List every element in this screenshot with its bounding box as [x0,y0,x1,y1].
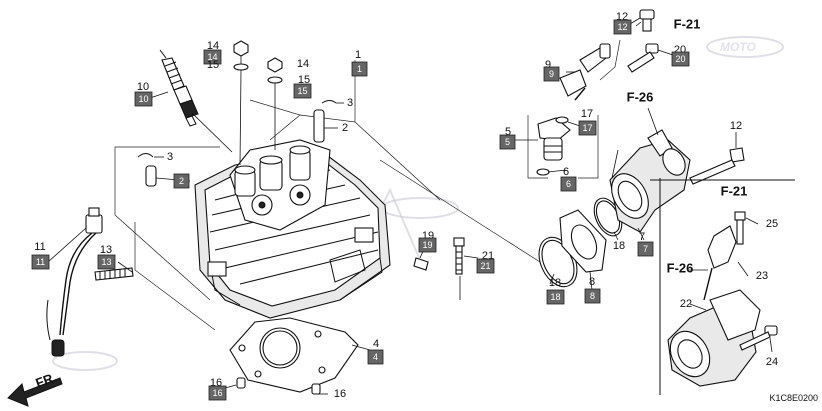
nut-washer-set [233,40,283,166]
callout-box-number: 4 [373,352,378,362]
callout-number: 12 [730,120,742,132]
callout-number: 11 [34,241,45,253]
reference-labels: F-21 F-26 F-26 F-21 [627,17,748,276]
inset-divider [650,178,795,395]
callout-box [584,288,601,304]
valve-guide-set [137,100,337,187]
callout-box [208,385,227,401]
callout-box-number: 11 [36,257,45,267]
callout-box [293,83,312,99]
callout-box-number: 8 [590,291,595,301]
bolt-12 [689,147,745,185]
callout-box-number: 20 [675,54,685,64]
inset-assembly [667,211,778,387]
sensor-harness [46,207,103,357]
callout-number: 9 [545,59,551,71]
callout-box [173,173,190,189]
callout-number: 25 [766,218,778,230]
diagram-code: K1C8E0200 [769,393,818,403]
callout-box-number: 18 [550,292,560,302]
callout-box [499,134,516,150]
callout-box [578,120,597,136]
callout-box-number: 6 [566,179,571,189]
fuel-injector [527,115,599,179]
callout-box-number: 21 [480,261,490,271]
callout-number: 8 [589,276,595,288]
callout-number: 13 [100,244,112,256]
callout-number: 16 [334,388,346,400]
callout-number: 3 [167,151,173,163]
head-gasket [229,317,359,393]
cylinder-head [194,139,391,319]
callout-number: 7 [639,231,645,243]
callout-number: 17 [581,108,593,120]
callout-box-number: 16 [212,388,222,398]
callout-number: 23 [756,270,768,282]
sensor-9 [559,9,659,101]
callout-box [613,19,632,35]
callout-box-number: 2 [179,176,184,186]
reference-label: F-21 [721,184,748,199]
callout-number: 10 [137,81,149,93]
callout-box [546,289,565,305]
callouts: 1 1 2 2 3 3 4 4 5 5 6 6 7 7 8 8 9 9 10 [31,11,778,401]
watermark-text: MOTO [720,40,756,54]
callout-number: 2 [342,122,348,134]
callout-box [367,349,384,365]
callout-number: 24 [766,356,778,368]
callout-box [203,49,222,65]
callout-box [351,61,368,77]
callout-number: 5 [505,126,511,138]
callout-number: 14 [297,58,309,70]
callout-number: 22 [680,298,692,310]
callout-number: 6 [563,166,569,178]
callout-box [31,254,50,270]
reference-label: F-26 [627,90,654,105]
callout-box [134,91,153,107]
front-label: FR. [34,369,59,390]
callout-number: 15 [298,74,310,86]
callout-box-number: 5 [505,137,510,147]
callout-box-number: 15 [297,86,307,96]
callout-number: 18 [549,277,561,289]
callout-number: 3 [347,97,353,109]
callout-box-number: 10 [138,94,148,104]
callout-box [418,237,437,253]
callout-number: 18 [613,240,625,252]
reference-label: F-21 [674,17,701,32]
spark-plug [159,49,199,127]
callout-box [543,66,560,82]
intake-seals [538,197,623,288]
callout-box-number: 1 [357,64,362,74]
watermark-logo: MOTO [52,36,784,371]
callout-number: 14 [207,40,219,52]
leader-lines [47,21,773,395]
front-direction-arrow [7,377,63,407]
callout-box [671,51,690,67]
intake-pipe [609,129,691,233]
callout-box-number: 13 [101,257,111,267]
callout-box-number: 12 [617,22,627,32]
callout-box [97,254,116,270]
callout-number: 15 [207,59,219,71]
callout-box-number: 9 [549,69,554,79]
stud-13 [94,267,134,281]
bolts-19-21 [413,237,465,300]
callout-box-number: 7 [643,244,648,254]
assembly-outline [114,39,621,331]
callout-box-number: 14 [207,52,217,62]
callout-box-number: 17 [582,123,592,133]
callout-number: 1 [355,49,361,61]
callout-box-number: 19 [422,240,432,250]
callout-box [476,258,495,274]
callout-box [560,176,577,192]
reference-label: F-26 [667,261,694,276]
callout-number: 4 [373,338,379,350]
callout-box [637,241,654,257]
